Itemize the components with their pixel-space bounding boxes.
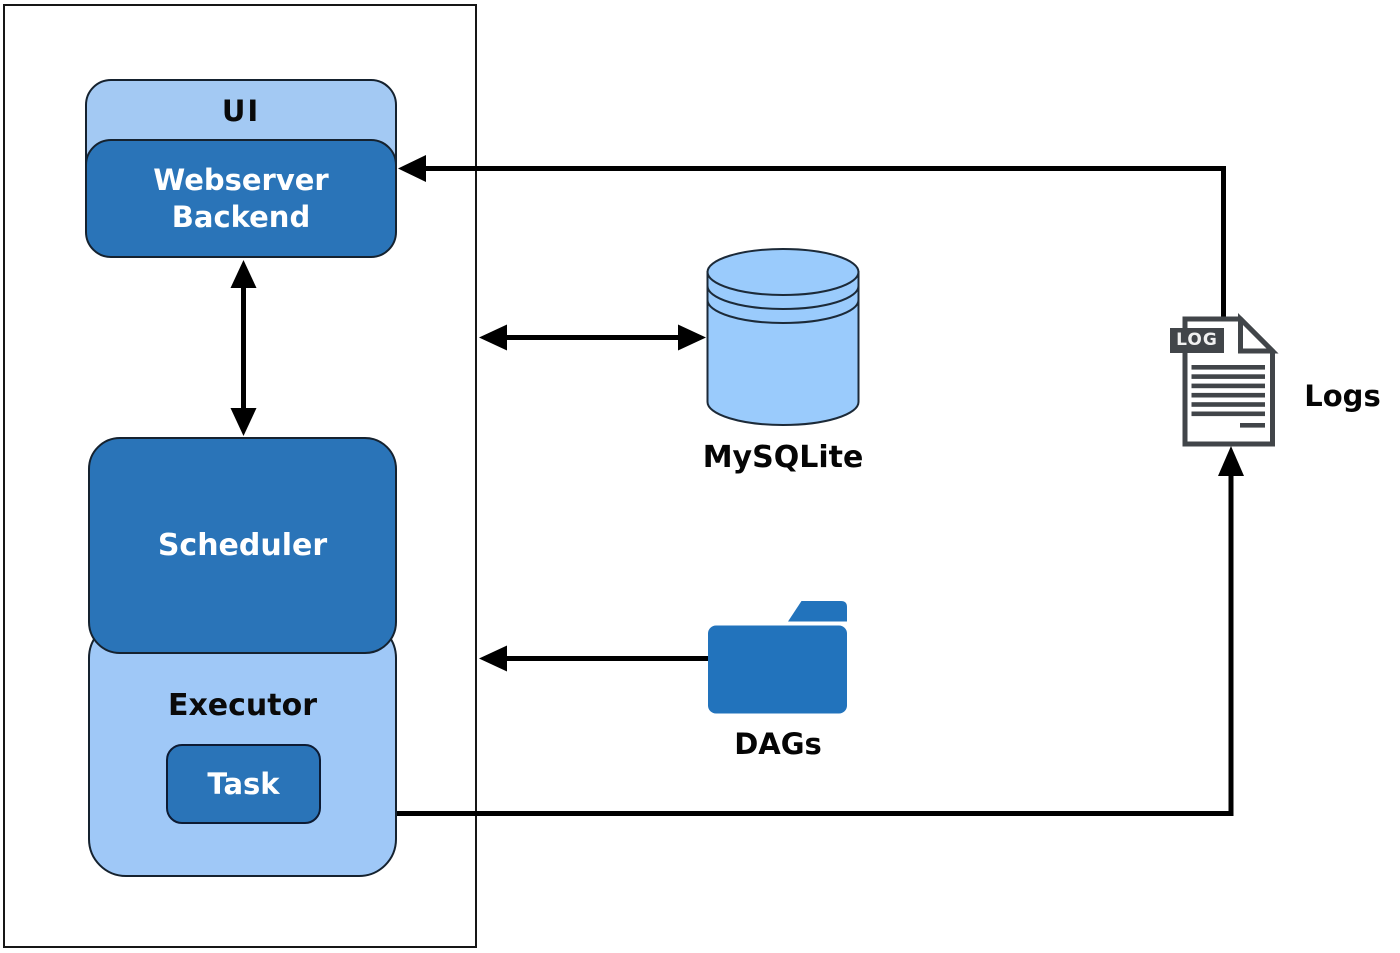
logs-label: Logs	[1304, 379, 1381, 413]
node-task: Task	[166, 744, 321, 824]
log-file-badge: LOG	[1170, 328, 1224, 353]
dags-label: DAGs	[734, 727, 822, 761]
node-scheduler: Scheduler	[88, 437, 397, 654]
database-icon	[706, 248, 860, 426]
mysqlite-label: MySQLite	[702, 440, 864, 475]
folder-icon	[708, 601, 847, 714]
node-webserver-backend: Webserver Backend	[85, 139, 397, 258]
arrow-dags-to-container	[479, 645, 709, 672]
arrow-container-mysqlite	[479, 324, 706, 351]
arrow-logs-to-webserver	[398, 155, 1226, 319]
node-webserver-backend-label: Webserver Backend	[153, 162, 329, 234]
